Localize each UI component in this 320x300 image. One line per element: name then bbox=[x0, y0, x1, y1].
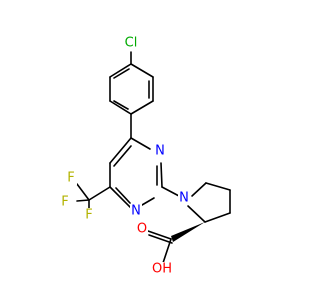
c-n-bond bbox=[161, 186, 180, 197]
atom-labels: Cl N N N F F F O OH bbox=[59, 36, 190, 277]
trifluoromethyl-group bbox=[76, 183, 111, 209]
hydroxyl-group: OH bbox=[152, 262, 172, 277]
fluorine-atom: F bbox=[67, 171, 74, 186]
nitrogen-atom: N bbox=[179, 191, 189, 206]
chlorine-atom: Cl bbox=[125, 36, 138, 51]
pyrimidine-ring bbox=[109, 137, 163, 210]
nitrogen-atom: N bbox=[155, 144, 165, 159]
chlorophenyl-ring bbox=[109, 63, 154, 115]
oxygen-atom: O bbox=[137, 222, 147, 237]
pyrrolidine-ring bbox=[187, 182, 231, 223]
nitrogen-atom: N bbox=[131, 204, 141, 219]
carboxyl-group bbox=[147, 230, 173, 264]
fluorine-atom: F bbox=[85, 208, 92, 223]
stereo-wedge-bond bbox=[171, 222, 205, 242]
fluorine-atom: F bbox=[61, 195, 68, 210]
structure-diagram: Cl N N N F F F O OH bbox=[59, 35, 231, 277]
molecule-canvas: Cl N N N F F F O OH bbox=[59, 35, 231, 277]
